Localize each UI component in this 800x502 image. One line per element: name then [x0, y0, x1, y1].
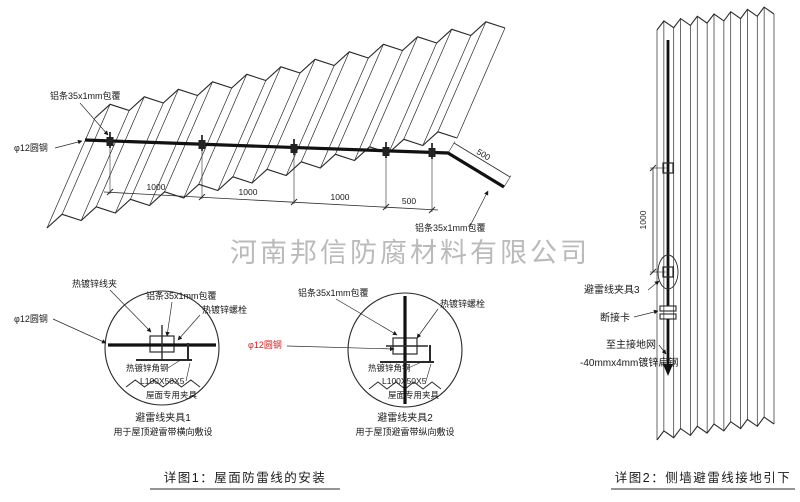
disconnect-label: 断接卡 — [600, 311, 630, 324]
angle-size-label: L100X50X5 — [140, 376, 185, 386]
galvanized-clamp-label: 热镀锌线夹 — [72, 278, 117, 289]
company-watermark: 河南邦信防腐材料有限公司 — [230, 238, 590, 268]
leader-line — [167, 302, 172, 336]
flat-steel-label: -40mmx4mm镀锌扁钢 — [580, 356, 678, 369]
roof-ridge-line — [404, 29, 452, 139]
leader-line — [470, 191, 488, 226]
aluminum-strip-label: 铝条35x1mm包覆 — [50, 90, 121, 101]
roof-ridge-line — [233, 67, 281, 177]
roof-ridge-line — [438, 22, 486, 132]
angle-steel-label: 热镀锌角钢 — [126, 363, 169, 373]
leader-line — [426, 364, 431, 381]
roof-dimensions: 1000 1000 1000 500 500 — [104, 142, 511, 214]
detail1-view: 热镀锌线夹 铝条35x1mm包覆 热镀锌螺栓 φ12圆钢 热镀锌角钢 L100X… — [14, 278, 247, 437]
roof-ridge-line — [389, 43, 437, 153]
leader-line — [53, 319, 106, 343]
wall-clamp3-label: 避雷线夹具3 — [584, 283, 640, 296]
roof-ridge-line — [115, 103, 163, 213]
detail2-view: 铝条35x1mm包覆 热镀锌螺栓 φ12圆钢 热镀锌角钢 L100X50X5 屋… — [248, 287, 485, 437]
clamp-body — [107, 137, 114, 146]
galvanized-bolt-label: 热镀锌螺栓 — [202, 304, 247, 315]
galvanized-bolt-label: 热镀锌螺栓 — [440, 298, 485, 309]
to-ground-label: 至主接地网 — [606, 338, 656, 351]
wire-clamp — [429, 143, 436, 159]
wall-top-profile — [657, 7, 774, 30]
roof-ridge-line — [252, 73, 300, 183]
dim-label-500: 500 — [402, 196, 416, 206]
clamp-body — [383, 147, 390, 156]
wire-clamp — [383, 142, 390, 158]
dim-label-500-rotated: 500 — [475, 146, 493, 162]
roof-ridge-line — [47, 118, 95, 228]
dim-label-1000: 1000 — [331, 192, 350, 202]
round-steel-label: φ12圆钢 — [14, 313, 48, 324]
roof-top-profile — [95, 22, 505, 118]
angle-steel-label: 热镀锌角钢 — [368, 363, 411, 373]
roof-ridge-line — [218, 81, 266, 191]
leader-line — [110, 290, 151, 332]
leader-line — [55, 141, 82, 148]
leader-line — [178, 315, 200, 340]
clamp-body — [429, 148, 436, 157]
caption-detail2: 详图2：侧墙避雷线接地引下 — [615, 470, 791, 485]
roof-ridge-line — [199, 74, 247, 184]
angle-size-label: L100X50X5 — [382, 376, 427, 386]
detail2-subtitle: 用于屋顶避雷带纵向敷设 — [355, 426, 454, 437]
dim-label-1000: 1000 — [239, 187, 258, 197]
extension-line — [448, 142, 455, 154]
captions: 详图1：屋面防雷线的安装 详图2：侧墙避雷线接地引下 — [150, 470, 795, 489]
wall-corrugation — [657, 7, 774, 440]
roof-ridge-line — [81, 111, 129, 221]
detail1-subtitle: 用于屋顶避雷带横向敷设 — [113, 426, 212, 437]
leader-line — [634, 311, 658, 317]
round-steel-label: φ12圆钢 — [14, 142, 48, 153]
detail1-title: 避雷线夹具1 — [135, 411, 191, 424]
aluminum-strip-label: 铝条35x1mm包覆 — [415, 222, 486, 233]
roof-fixture-label: 屋面专用夹具 — [388, 390, 440, 400]
leader-line — [186, 363, 190, 381]
roof-ridge-line — [96, 97, 144, 207]
roof-ridge-line — [286, 66, 334, 176]
roof-ridge-line — [355, 51, 403, 161]
roof-ridge-line — [423, 36, 471, 146]
clamp-body — [291, 144, 298, 153]
aluminum-strip-label: 铝条35x1mm包覆 — [298, 287, 369, 298]
roof-ridge-line — [301, 52, 349, 162]
roof-ridge-line — [320, 58, 368, 168]
leader-line — [287, 346, 394, 349]
wall-bottom-profile — [657, 417, 774, 440]
wire-clamp — [199, 135, 206, 151]
dim-label-1000: 1000 — [638, 210, 648, 229]
wall-view: 1000 避雷线夹具3 断接卡 至主接地网 -40mmx4mm镀锌扁钢 — [580, 7, 774, 440]
leader-line — [659, 345, 666, 354]
wire-clamp — [291, 139, 298, 155]
roof-fixture-label: 屋面专用夹具 — [146, 390, 198, 400]
detail2-title: 避雷线夹具2 — [377, 411, 433, 424]
leader-line — [336, 299, 397, 335]
aluminum-strip-label: 铝条35x1mm包覆 — [146, 290, 217, 301]
leader-line — [417, 309, 438, 338]
roof-ridge-line — [62, 104, 110, 214]
round-steel-label-red: φ12圆钢 — [248, 339, 282, 350]
roof-view: 1000 1000 1000 500 500 铝条35x1mm包覆 φ12圆钢 … — [14, 22, 511, 233]
roof-ridge-line — [335, 44, 383, 154]
caption-detail1: 详图1：屋面防雷线的安装 — [164, 470, 326, 485]
clamp-body — [199, 140, 206, 149]
extension-line — [504, 176, 511, 188]
roof-ridge-line — [165, 82, 213, 192]
roof-ridge-line — [370, 37, 418, 147]
roof-ridge-line — [457, 28, 505, 138]
dim-label-1000: 1000 — [147, 182, 166, 192]
roof-corrugation — [47, 22, 505, 228]
